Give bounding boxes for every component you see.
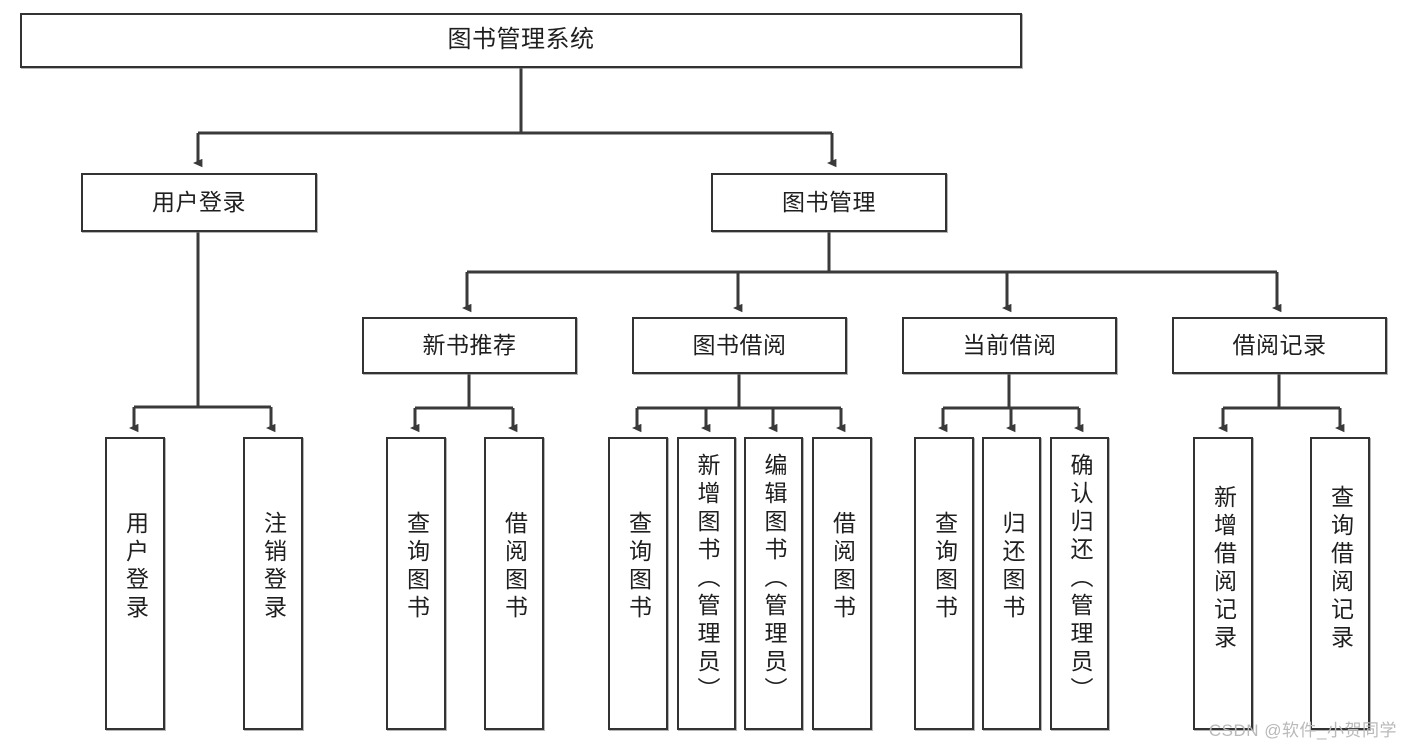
node-label: 查询图书 bbox=[931, 511, 958, 623]
node-leaf-logout[interactable]: 注销登录 bbox=[243, 437, 303, 730]
node-label: 新增借阅记录 bbox=[1210, 485, 1237, 653]
node-leaf-user-login[interactable]: 用户登录 bbox=[105, 437, 165, 730]
node-current-borrow[interactable]: 当前借阅 bbox=[902, 317, 1117, 374]
node-leaf-query-book-borrow[interactable]: 查询图书 bbox=[608, 437, 668, 730]
node-root-system[interactable]: 图书管理系统 bbox=[20, 13, 1022, 68]
node-label: 图书管理系统 bbox=[447, 26, 595, 54]
node-leaf-query-borrow-record[interactable]: 查询借阅记录 bbox=[1310, 437, 1370, 730]
node-label: 新增图书（管理员） bbox=[694, 453, 720, 705]
node-label: 借阅图书 bbox=[501, 511, 528, 623]
node-label: 借阅图书 bbox=[829, 511, 856, 623]
node-leaf-edit-book-admin[interactable]: 编辑图书（管理员） bbox=[744, 437, 803, 730]
node-leaf-add-book-admin[interactable]: 新增图书（管理员） bbox=[677, 437, 736, 730]
node-label: 注销登录 bbox=[260, 511, 287, 623]
node-label: 图书借阅 bbox=[692, 331, 787, 358]
node-leaf-query-book-recommend[interactable]: 查询图书 bbox=[386, 437, 446, 730]
node-label: 用户登录 bbox=[122, 511, 149, 623]
node-user-login[interactable]: 用户登录 bbox=[81, 173, 317, 232]
node-label: 确认归还（管理员） bbox=[1067, 453, 1093, 705]
node-leaf-query-book-current[interactable]: 查询图书 bbox=[914, 437, 974, 730]
node-label: 新书推荐 bbox=[422, 331, 517, 358]
node-label: 查询图书 bbox=[403, 511, 430, 623]
csdn-watermark: CSDN @软件_小贺同学 bbox=[1208, 721, 1397, 740]
node-label: 图书管理 bbox=[782, 188, 876, 215]
node-leaf-borrow-book-recommend[interactable]: 借阅图书 bbox=[484, 437, 544, 730]
node-label: 借阅记录 bbox=[1232, 331, 1327, 358]
node-label: 用户登录 bbox=[152, 188, 246, 215]
node-leaf-confirm-return-admin[interactable]: 确认归还（管理员） bbox=[1050, 437, 1109, 730]
node-borrow-record[interactable]: 借阅记录 bbox=[1172, 317, 1387, 374]
node-new-book-recommend[interactable]: 新书推荐 bbox=[362, 317, 577, 374]
node-book-manage[interactable]: 图书管理 bbox=[711, 173, 947, 232]
node-leaf-add-borrow-record[interactable]: 新增借阅记录 bbox=[1193, 437, 1253, 730]
node-label: 当前借阅 bbox=[962, 331, 1057, 358]
node-label: 编辑图书（管理员） bbox=[761, 453, 787, 705]
node-leaf-return-book[interactable]: 归还图书 bbox=[982, 437, 1041, 730]
node-leaf-borrow-book[interactable]: 借阅图书 bbox=[812, 437, 872, 730]
node-label: 归还图书 bbox=[999, 511, 1025, 623]
node-book-borrow[interactable]: 图书借阅 bbox=[632, 317, 847, 374]
node-label: 查询图书 bbox=[625, 511, 652, 623]
node-label: 查询借阅记录 bbox=[1327, 485, 1354, 653]
